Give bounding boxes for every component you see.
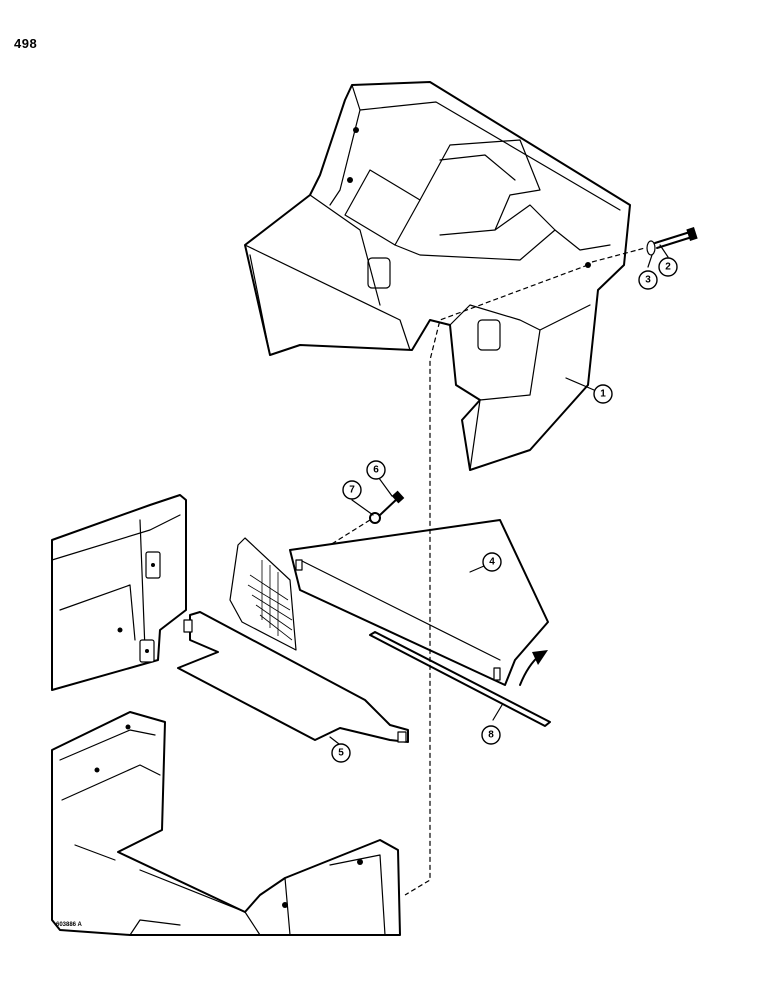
washer-part-7 xyxy=(369,512,381,524)
insulation-pad xyxy=(229,537,297,651)
callout-2: 2 xyxy=(658,257,678,277)
callout-4: 4 xyxy=(482,552,502,572)
washer-part-3 xyxy=(646,240,656,256)
bolt-part-6 xyxy=(379,490,405,516)
callout-8: 8 xyxy=(481,725,501,745)
callout-6: 6 xyxy=(366,460,386,480)
svg-text:2: 2 xyxy=(665,262,671,273)
svg-text:1: 1 xyxy=(600,389,606,400)
reference-code: 603886 A xyxy=(56,922,82,928)
page-number: 498 xyxy=(14,36,38,51)
callout-3: 3 xyxy=(638,270,658,290)
callout-leaders xyxy=(329,244,669,745)
svg-text:5: 5 xyxy=(338,748,344,759)
console-cover-part-1 xyxy=(244,81,631,471)
curved-arrow-icon xyxy=(519,650,548,686)
callout-1: 1 xyxy=(593,384,613,404)
callout-5: 5 xyxy=(331,743,351,763)
callout-7: 7 xyxy=(342,480,362,500)
svg-text:3: 3 xyxy=(645,275,651,286)
bottom-frame xyxy=(51,711,401,936)
left-frame-panel xyxy=(51,494,187,691)
plate-part-5 xyxy=(177,611,409,743)
strip-part-8 xyxy=(369,631,551,727)
svg-text:4: 4 xyxy=(489,557,495,568)
bolt-part-2 xyxy=(654,227,698,249)
svg-text:6: 6 xyxy=(373,465,379,476)
svg-text:7: 7 xyxy=(349,485,355,496)
svg-text:8: 8 xyxy=(488,730,494,741)
